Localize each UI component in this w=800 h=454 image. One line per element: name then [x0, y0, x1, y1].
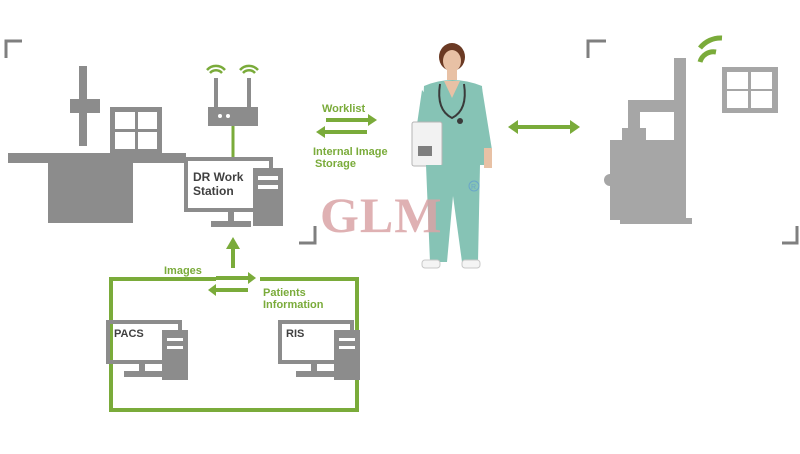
workstation-network-arrow — [226, 237, 240, 268]
right-room-group — [588, 38, 797, 243]
internal-image-storage-label: Internal Image Storage — [313, 146, 391, 170]
corner-bracket-bottom-right-2 — [782, 226, 797, 243]
router-icon — [208, 78, 258, 126]
worklist-label: Worklist — [322, 103, 366, 115]
detector-panel-icon — [110, 107, 162, 154]
mobile-detector-panel-icon — [722, 67, 778, 113]
exchange-arrows-icon — [208, 272, 256, 296]
corner-bracket-top-right — [588, 41, 606, 58]
held-detector-icon — [412, 122, 442, 166]
wifi-icon — [207, 66, 258, 73]
ris-label: RIS — [286, 328, 304, 340]
mobile-wifi-icon — [700, 38, 722, 62]
registered-mark: R — [471, 184, 476, 191]
watermark-text: GLM — [320, 187, 442, 243]
mobile-link-arrow — [508, 120, 580, 134]
dr-workstation-label: DR Work Station — [193, 170, 247, 198]
left-room-group: DR Work Station Images Patients Informat… — [6, 41, 360, 410]
worklist-exchange-arrows-icon — [316, 114, 377, 138]
pacs-label: PACS — [114, 328, 144, 340]
corner-bracket-top-left — [6, 41, 22, 58]
corner-bracket-bottom-right — [299, 226, 315, 243]
images-label: Images — [164, 265, 202, 277]
patients-information-label: Patients Information — [263, 287, 324, 311]
worklist-arrows-group: Worklist Internal Image Storage — [313, 103, 391, 170]
mobile-xray-unit-icon — [604, 58, 692, 224]
